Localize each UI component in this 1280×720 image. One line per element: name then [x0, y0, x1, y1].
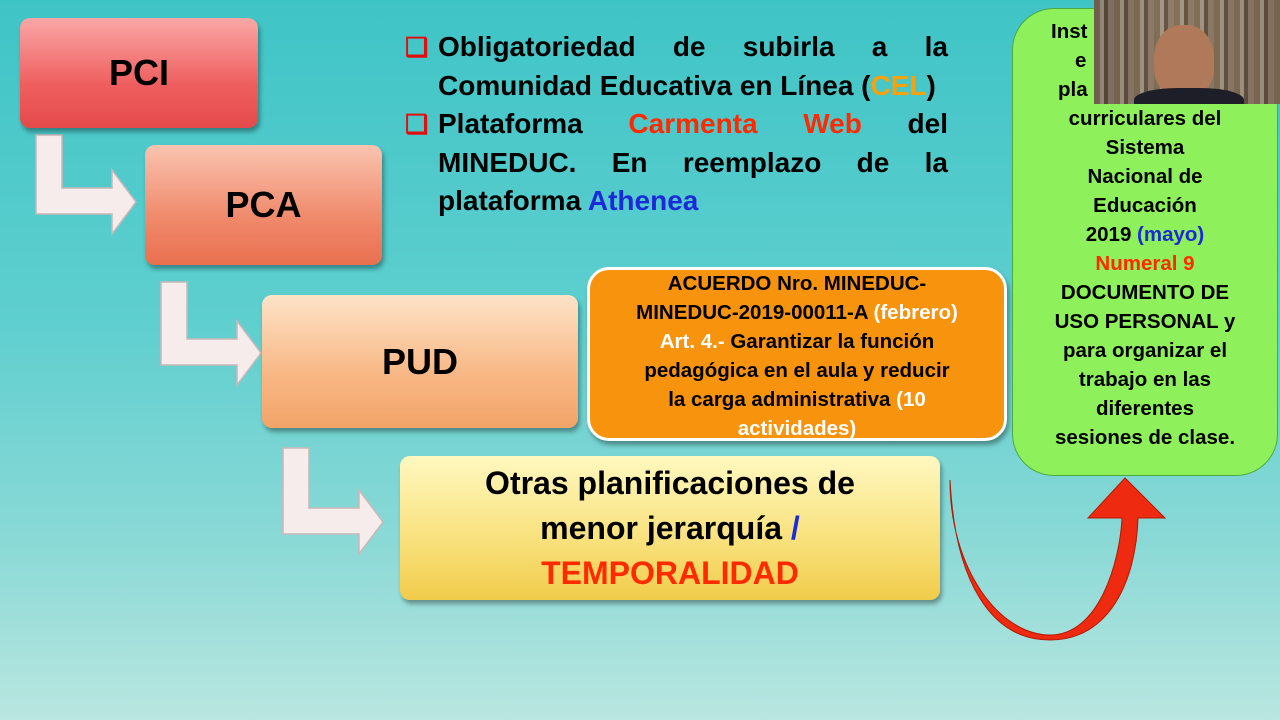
otras-text: menor jerarquía [540, 509, 791, 546]
green-line: 2019 (mayo) [1013, 220, 1277, 249]
bullet-text: Plataforma [438, 108, 629, 139]
acuerdo-line: ACUERDO Nro. MINEDUC- [667, 272, 927, 295]
acuerdo-line: Art. 4.- Garantizar la función [660, 327, 935, 356]
bullet-text: ) [926, 69, 936, 101]
pud-box: PUD [262, 295, 578, 428]
otras-line: menor jerarquía / [540, 506, 800, 551]
checkbox-bullet-icon: ❑ [405, 32, 429, 62]
pci-box: PCI [20, 18, 258, 128]
otras-planificaciones-box: Otras planificaciones de menor jerarquía… [400, 456, 940, 600]
green-line: DOCUMENTO DE [1060, 281, 1230, 304]
green-line: Educación [1093, 194, 1197, 217]
green-line: USO PERSONAL y [1054, 310, 1236, 333]
bullet-text: Obligatoriedad de subirla a la Comunidad… [438, 31, 948, 101]
green-line: diferentes [1096, 397, 1194, 420]
acuerdo-line: la carga administrativa (10 [668, 385, 926, 414]
otras-slash: / [790, 509, 800, 546]
acuerdo-text: MINEDUC-2019-00011-A [636, 301, 874, 324]
green-line: Inst [1051, 20, 1088, 43]
bullet-item: ❑ Obligatoriedad de subirla a la Comunida… [405, 28, 948, 105]
pud-label: PUD [381, 340, 458, 382]
acuerdo-date: (febrero) [873, 301, 958, 324]
person-icon [1154, 25, 1214, 97]
temporalidad-label: TEMPORALIDAD [541, 554, 799, 591]
green-line: pla [1058, 78, 1088, 101]
green-month: (mayo) [1137, 223, 1205, 246]
acuerdo-article: Art. 4.- [659, 330, 725, 353]
green-line: para organizar el [1062, 339, 1228, 362]
bullet-text: del MINEDUC. En reemplazo de la platafor… [438, 108, 948, 216]
checkbox-bullet-icon: ❑ [405, 109, 429, 139]
acuerdo-text: la carga administrativa [668, 388, 897, 411]
bullet-highlight: Athenea [587, 185, 699, 216]
green-line: Numeral 9 [1095, 252, 1195, 275]
green-text: 2019 [1085, 223, 1138, 246]
shoulders-icon [1134, 88, 1244, 104]
acuerdo-box: ACUERDO Nro. MINEDUC- MINEDUC-2019-00011… [587, 267, 1007, 441]
green-line: trabajo en las [1078, 368, 1212, 391]
pca-label: PCA [225, 184, 302, 225]
webcam-overlay [1094, 0, 1280, 104]
acuerdo-line: actividades) [737, 417, 857, 440]
green-line: e [1075, 49, 1087, 72]
green-line: sesiones de clase. [1054, 426, 1236, 449]
acuerdo-text: Garantizar la función [724, 330, 935, 353]
bullet-highlight: Carmenta Web [628, 108, 862, 139]
pci-label: PCI [108, 52, 169, 93]
green-line: curriculares del [1068, 107, 1222, 130]
l-arrow-icon [35, 134, 384, 557]
curved-arrow-icon [949, 477, 1167, 641]
pca-box: PCA [145, 145, 382, 265]
bullet-item: ❑ Plataforma Carmenta Web del MINEDUC. En… [405, 105, 948, 221]
otras-line: Otras planificaciones de [485, 464, 855, 501]
acuerdo-line: pedagógica en el aula y reducir [644, 359, 950, 382]
bullet-list: ❑ Obligatoriedad de subirla a la Comunida… [405, 28, 948, 221]
acuerdo-count: (10 [896, 388, 926, 411]
green-line: Nacional de [1087, 165, 1203, 188]
green-line: Sistema [1105, 136, 1185, 159]
acuerdo-line: MINEDUC-2019-00011-A (febrero) [636, 298, 958, 327]
bullet-highlight: CEL [870, 69, 927, 101]
